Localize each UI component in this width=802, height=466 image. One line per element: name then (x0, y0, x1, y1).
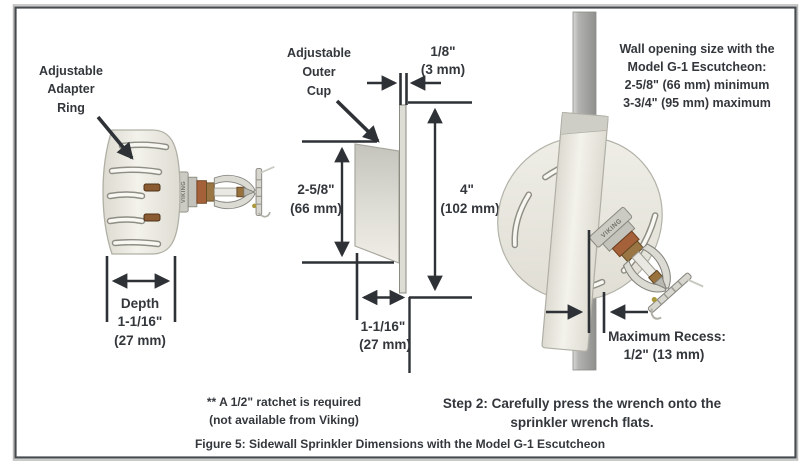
left-label-line1: Adjustable (39, 64, 103, 78)
depth-inches: 1-1/16" (118, 314, 163, 329)
left-label-arrow (96, 115, 134, 160)
left-view: Adjustable Adapter Ring Depth 1-1/16" (2… (39, 64, 276, 348)
middle-label-line1: Adjustable (287, 46, 351, 60)
flange-thickness-inches: 1/8" (430, 44, 455, 59)
wall-note-line2: Model G-1 Escutcheon: (628, 60, 767, 74)
depth-mm: (27 mm) (114, 333, 166, 348)
cup-height-inches: 2-5/8" (297, 182, 334, 197)
flange-thickness-mm: (3 mm) (421, 62, 465, 77)
escutcheon-flange-group (541, 112, 609, 352)
adapter-ring (102, 129, 181, 255)
cup-flange-plate (399, 104, 407, 294)
flange-top-face (560, 112, 609, 135)
middle-view: Adjustable Outer Cup 1/8" (3 mm) 4" (102… (287, 44, 500, 373)
cup-height-mm: (66 mm) (290, 201, 342, 216)
middle-label-arrow (335, 99, 380, 143)
figure-outer-border (12, 4, 799, 461)
footer: ** A 1/2" ratchet is required (not avail… (195, 395, 722, 451)
right-view: Wall opening size with the Model G-1 Esc… (497, 11, 775, 371)
depth-name: Depth (121, 296, 159, 311)
wall-note-line4: 3-3/4" (95 mm) maximum (623, 96, 771, 110)
left-label-line2: Adapter (47, 82, 94, 96)
step-note-line1: Step 2: Carefully press the wrench onto … (443, 396, 722, 411)
middle-label-line3: Cup (307, 84, 332, 98)
outer-cup-body (354, 143, 400, 264)
ring-screw-top (143, 183, 161, 192)
recess-value: 1/2" (13 mm) (624, 347, 705, 362)
cup-depth-inches: 1-1/16" (361, 319, 406, 334)
step-note-line2: sprinkler wrench flats. (510, 415, 653, 430)
recess-label: Maximum Recess: (608, 329, 726, 344)
cup-depth-mm: (27 mm) (359, 337, 411, 352)
wall-note-line1: Wall opening size with the (619, 42, 774, 56)
figure-caption: Figure 5: Sidewall Sprinkler Dimensions … (195, 437, 605, 451)
ratchet-note-line2: (not available from Viking) (209, 413, 359, 427)
flange-height-inches: 4" (460, 182, 474, 197)
flange-height-mm: (102 mm) (440, 201, 499, 216)
ratchet-note-line1: ** A 1/2" ratchet is required (207, 395, 361, 409)
wall-note-line3: 2-5/8" (66 mm) minimum (625, 78, 770, 92)
left-label-line3: Ring (57, 101, 85, 115)
ring-screw-bottom (143, 213, 161, 222)
middle-label-line2: Outer (302, 65, 335, 79)
